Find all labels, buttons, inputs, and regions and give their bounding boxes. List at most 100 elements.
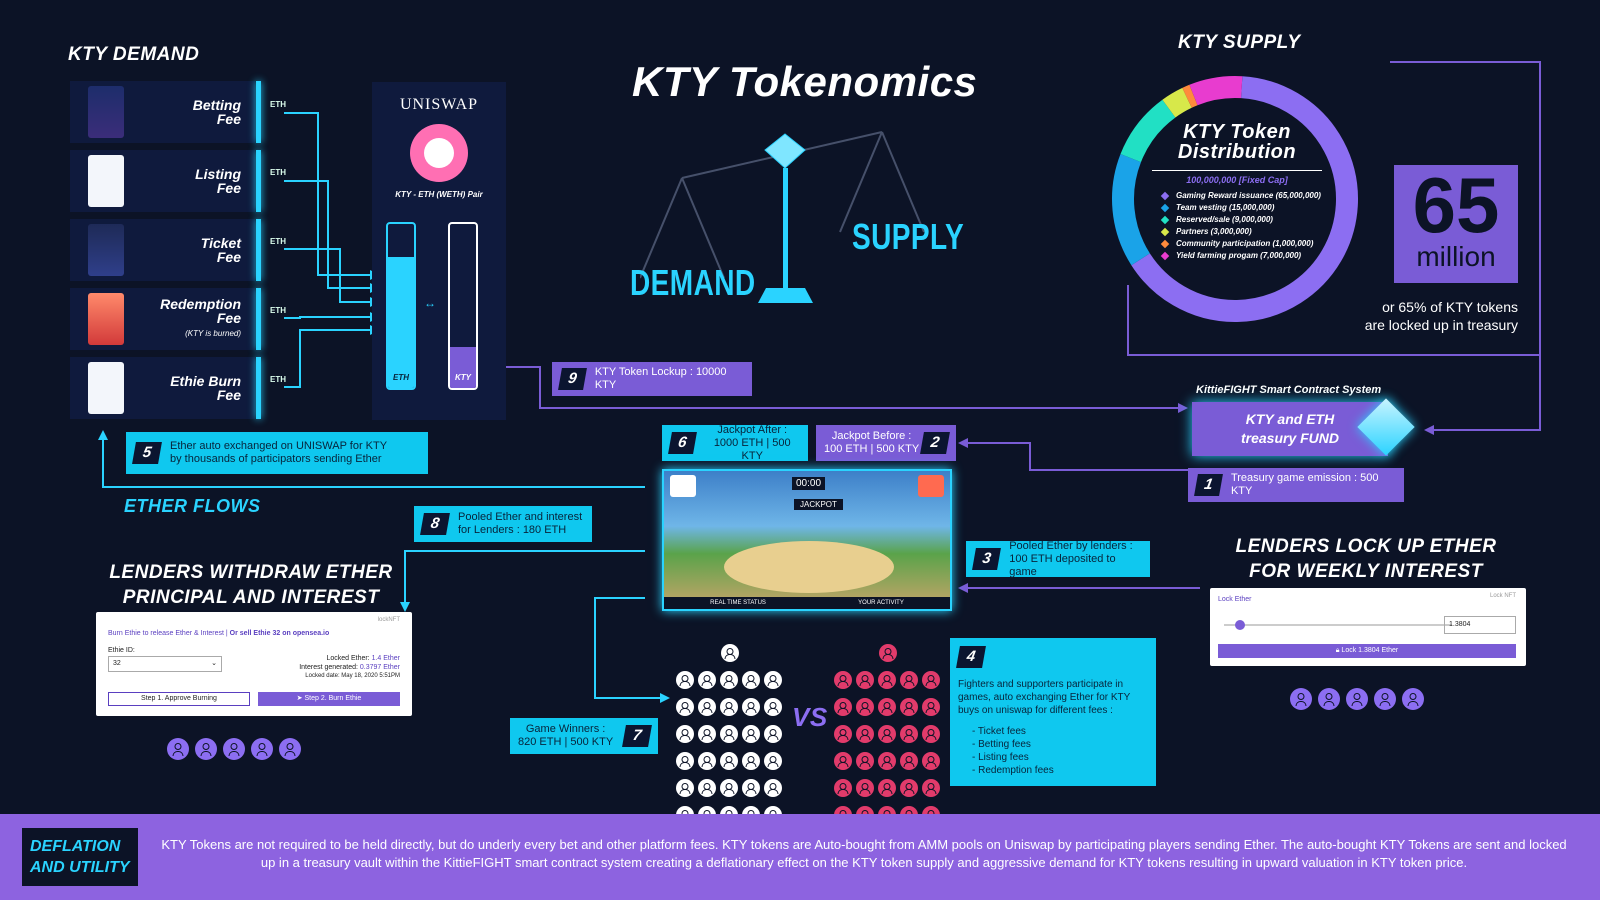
step-7-line2: 820 ETH | 500 KTY (518, 736, 614, 748)
supply-heading: KTY SUPPLY (1178, 32, 1301, 53)
step-4-item: - Listing fees (972, 752, 1029, 763)
smart-contract-label: KittieFIGHT Smart Contract System (1196, 384, 1382, 396)
ethie-id-select[interactable]: 32 ⌄ (108, 656, 222, 672)
step-9-text: KTY Token Lockup : 10000 KTY (594, 366, 727, 391)
withdraw-heading-line2: PRINCIPAL AND INTEREST (122, 587, 380, 608)
donut-title-line2: Distribution (1177, 141, 1297, 163)
interest-label: Interest generated: (299, 664, 360, 671)
person-icon (720, 752, 738, 770)
fee-label-sub: Fee (216, 387, 241, 403)
treasury-fund-line2: treasury FUND (1240, 430, 1340, 446)
person-icon (856, 671, 874, 689)
approve-burning-button[interactable]: Step 1. Approve Burning (108, 692, 250, 706)
burn-ethie-button[interactable]: ➤ Step 2. Burn Ethie (258, 692, 400, 706)
locked-ether-label: Locked Ether: (326, 655, 372, 662)
eth-tag: ETH (270, 375, 286, 384)
fee-label-sub: Fee (216, 249, 241, 265)
lender-avatar-icon (1290, 688, 1312, 710)
person-icon (676, 698, 694, 716)
person-icon (764, 752, 782, 770)
person-icon (698, 671, 716, 689)
person-icon (676, 752, 694, 770)
uniswap-unicorn-icon (410, 124, 468, 182)
donut-slice-4 (1182, 84, 1198, 108)
step-5-line2: by thousands of participators sending Et… (170, 453, 382, 465)
lock-card-label: Lock Ether (1218, 596, 1252, 603)
burn-ethie-label: Step 2. Burn Ethie (304, 695, 362, 702)
game-timer: 00:00 (792, 477, 826, 490)
step-3-line2: 100 ETH deposited to game (1009, 552, 1116, 578)
lock-amount-value: 1.3804 (1449, 621, 1471, 628)
fee-connector-bar (256, 219, 261, 281)
step-8-number: 8 (420, 513, 450, 535)
opensea-link[interactable]: Or sell Ethie 32 on opensea.io (229, 630, 330, 637)
ethie-id-value: 32 (113, 660, 121, 667)
legend-item: Reserved/sale (9,000,000) (1160, 215, 1322, 224)
person-icon (878, 725, 896, 743)
lock-card-link[interactable]: Lock NFT (1489, 593, 1516, 599)
lock-amount-slider[interactable] (1224, 620, 1452, 630)
distribution-donut (1112, 76, 1358, 322)
legend-swatch (1160, 191, 1170, 200)
eth-pool-fill (388, 256, 414, 388)
wire-ethie (284, 329, 370, 388)
footer-tag: DEFLATION AND UTILITY (22, 828, 138, 886)
wire-withdraw (404, 550, 645, 605)
person-icon (834, 671, 852, 689)
lock-amount-input[interactable]: 1.3804 (1444, 616, 1516, 634)
lender-avatar-icon (1402, 688, 1424, 710)
person-icon (878, 698, 896, 716)
eth-tag: ETH (270, 237, 286, 246)
step-4-item: - Betting fees (972, 739, 1031, 750)
game-jackpot-badge: JACKPOT (794, 499, 843, 510)
lock-ether-button[interactable]: 🔒︎ Lock 1.3804 Ether (1218, 644, 1516, 658)
eth-pool-label: ETH (393, 373, 409, 382)
lender-avatar-icon (1346, 688, 1368, 710)
game-fighter-left (670, 475, 696, 497)
chevron-down-icon: ⌄ (211, 660, 217, 667)
betting-thumbnail (88, 86, 124, 138)
footer-text: KTY Tokens are not required to be held d… (161, 837, 1567, 870)
withdraw-card-title: Burn Ethie to release Ether & Interest | (108, 630, 230, 637)
legend-item: Community participation (1,000,000) (1160, 239, 1322, 248)
step-9-box: 9 KTY Token Lockup : 10000 KTY (552, 362, 752, 396)
legend-swatch (1160, 239, 1170, 248)
slider-thumb[interactable] (1235, 620, 1246, 630)
locked-caption-line2: are locked up in treasury (1364, 317, 1518, 333)
person-icon (856, 698, 874, 716)
lender-avatar-icon (167, 738, 189, 760)
step-3-line1: Pooled Ether by lenders : (1009, 539, 1133, 552)
person-icon (742, 698, 760, 716)
donut-slice-1 (1112, 154, 1151, 266)
ethie-id-label: Ethie ID: (108, 647, 135, 654)
legend-item: Gaming Reward issuance (65,000,000) (1160, 191, 1322, 200)
person-icon (922, 671, 940, 689)
listing-thumbnail (88, 155, 124, 207)
person-icon (856, 752, 874, 770)
game-status-right: YOUR ACTIVITY (858, 600, 904, 606)
step-2-line2: 100 ETH | 500 KTY (824, 443, 920, 455)
person-icon (834, 725, 852, 743)
lender-avatar-icon (223, 738, 245, 760)
step-9-number: 9 (558, 368, 587, 390)
lock-heading: LENDERS LOCK UP ETHER FOR WEEKLY INTERES… (1206, 534, 1526, 584)
legend-label: Community participation (1,000,000) (1176, 239, 1314, 248)
person-icon (900, 752, 918, 770)
page-title: KTY Tokenomics (632, 58, 978, 105)
wire-treasury-to-jackpot (965, 442, 1188, 471)
game-fighter-right (918, 475, 944, 497)
fee-connector-bar (256, 81, 261, 143)
distribution-legend: Gaming Reward issuance (65,000,000)Team … (1152, 191, 1322, 260)
wire-redemption (284, 316, 370, 319)
demand-heading: KTY DEMAND (68, 44, 200, 65)
ethie-burn-thumbnail (88, 362, 124, 414)
person-icon (922, 752, 940, 770)
legend-swatch (1160, 215, 1170, 224)
step-1-number: 1 (1194, 474, 1223, 496)
person-icon (900, 698, 918, 716)
balance-scale-illustration (640, 131, 925, 303)
person-icon (676, 725, 694, 743)
